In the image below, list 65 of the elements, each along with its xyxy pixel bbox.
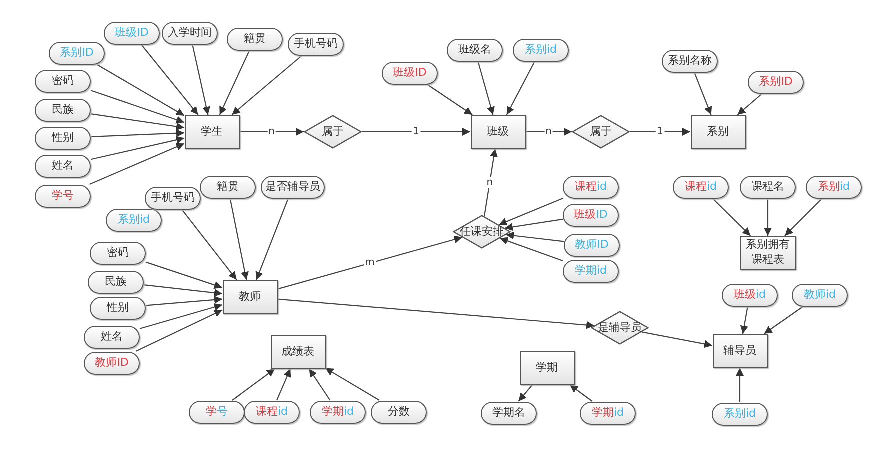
arrow bbox=[140, 44, 199, 116]
relationship-diamond: 是辅导员 bbox=[591, 311, 649, 345]
arrow bbox=[232, 368, 276, 401]
arrow bbox=[308, 368, 331, 401]
arrow bbox=[740, 306, 748, 334]
arrow bbox=[96, 64, 185, 116]
relationship-diamond: 属于 bbox=[304, 115, 362, 149]
entity-box: 系别 bbox=[690, 115, 746, 149]
arrow bbox=[500, 237, 564, 262]
arrow bbox=[570, 384, 593, 402]
arrow bbox=[484, 148, 498, 217]
edge-label: n bbox=[486, 177, 494, 188]
arrow bbox=[736, 368, 744, 402]
arrow bbox=[277, 298, 595, 330]
arrow bbox=[362, 128, 470, 136]
arrow bbox=[325, 368, 380, 401]
arrow bbox=[764, 198, 772, 236]
arrow bbox=[478, 61, 495, 116]
arrow bbox=[146, 296, 223, 306]
entity-box: 学生 bbox=[184, 115, 240, 149]
relationship-diamond: 任课安排 bbox=[453, 215, 511, 249]
arrow bbox=[140, 303, 223, 330]
arrow bbox=[737, 93, 764, 116]
arrow bbox=[276, 368, 292, 401]
entity-box: 学期 bbox=[520, 351, 574, 385]
arrow bbox=[90, 143, 185, 185]
arrow bbox=[219, 50, 250, 116]
arrow bbox=[230, 198, 249, 280]
arrow bbox=[90, 90, 185, 124]
arrow bbox=[90, 114, 185, 131]
entity-box: 班级 bbox=[470, 115, 526, 149]
arrow bbox=[181, 209, 238, 280]
edge-label: n bbox=[268, 126, 276, 138]
arrow bbox=[712, 198, 752, 236]
entity-box: 成绩表 bbox=[270, 335, 326, 369]
arrow bbox=[90, 136, 185, 160]
arrow bbox=[426, 84, 473, 116]
arrow bbox=[518, 384, 534, 402]
arrow bbox=[506, 61, 536, 116]
arrow bbox=[256, 198, 290, 280]
arrow bbox=[526, 128, 572, 136]
arrow bbox=[90, 129, 185, 138]
edge-label: n bbox=[544, 126, 553, 138]
arrow bbox=[694, 72, 712, 116]
arrow bbox=[192, 44, 210, 116]
edge-label: 1 bbox=[412, 126, 420, 138]
arrow bbox=[136, 310, 223, 352]
entity-box: 教师 bbox=[222, 280, 278, 314]
arrow bbox=[277, 236, 463, 290]
arrow bbox=[144, 284, 223, 297]
arrow bbox=[784, 198, 823, 236]
arrow bbox=[642, 332, 713, 348]
arrow bbox=[506, 232, 564, 242]
entity-box: 辅导员 bbox=[712, 334, 768, 368]
relationship-diamond: 属于 bbox=[572, 115, 630, 149]
edge-label: m bbox=[364, 258, 376, 269]
arrow bbox=[764, 306, 804, 334]
arrow bbox=[504, 218, 564, 232]
edge-label: 1 bbox=[656, 126, 664, 138]
arrow bbox=[232, 55, 303, 116]
entity-box: 系别拥有课程表 bbox=[740, 236, 796, 270]
arrow bbox=[146, 262, 223, 290]
arrow bbox=[630, 128, 690, 136]
arrow bbox=[498, 198, 564, 226]
arrow bbox=[240, 128, 304, 136]
